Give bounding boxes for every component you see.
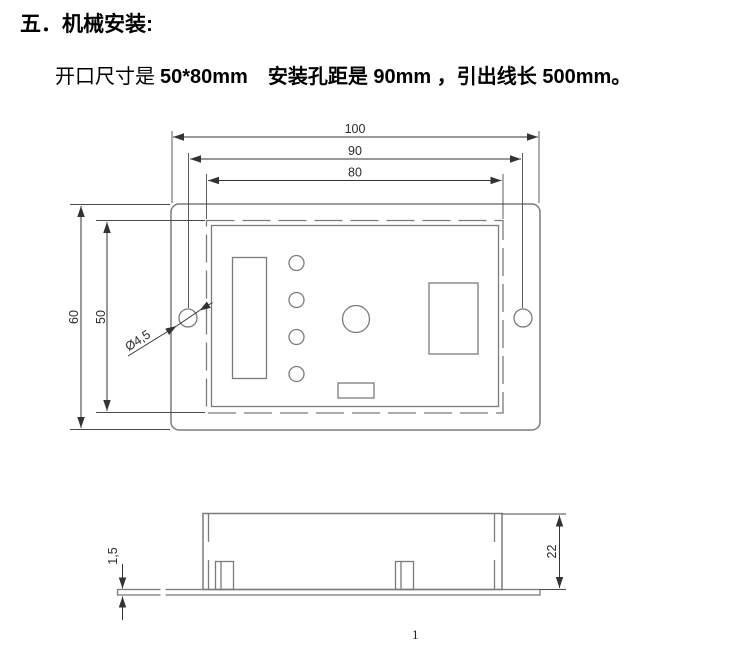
leader-line-diameter-through [176,310,200,327]
front-view: 100 90 80 60 50 Ø4,5 [67,122,541,431]
dim-label-60: 60 [67,310,81,324]
button-hole-4 [288,365,305,383]
enclosure-body-outline [202,512,503,591]
panel-flange [116,588,541,596]
bezel-outline [210,224,500,408]
button-hole-3 [288,328,305,346]
opening-hidden-outline [205,219,504,414]
mounting-hole-right [513,308,533,328]
page-number: 1 [412,627,419,642]
display-window [231,256,268,380]
button-hole-1 [288,254,305,272]
side-view: 22 1,5 [106,512,566,620]
dim-label-1_5: 1,5 [106,547,120,564]
connector-cutout [337,382,375,399]
dim-label-80: 80 [348,166,362,180]
leader-line-diameter-lower [127,325,177,357]
leader-line-diameter-upper [199,301,213,311]
knob-hole [341,304,371,334]
dim-label-50: 50 [94,310,108,324]
dim-label-90: 90 [348,144,362,158]
mounting-clip-right [394,560,415,591]
dim-label-22: 22 [545,545,559,559]
section-heading: 五．机械安装: [20,13,153,36]
intro-text-normal: 开口尺寸是 [55,66,160,88]
mounting-clip-left [214,560,235,591]
flange-break-mark [160,587,166,598]
panel-outline [170,203,541,431]
mounting-hole-left [178,308,198,328]
button-hole-2 [288,291,305,309]
component-cutout [428,282,479,355]
dim-label-100: 100 [345,122,366,136]
intro-text-bold: 50*80mm 安装孔距是 90mm ，引出线长 500mm。 [160,66,632,88]
intro-text: 开口尺寸是 50*80mm 安装孔距是 90mm ，引出线长 500mm。 [55,60,631,89]
